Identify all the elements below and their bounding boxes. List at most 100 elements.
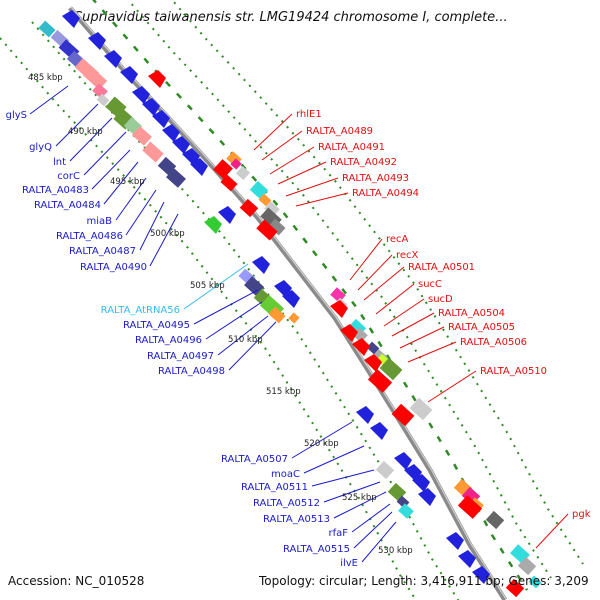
gene-label-lower-leader <box>291 421 353 459</box>
gene-label-right: RALTA_A0494 <box>352 188 419 199</box>
gene-label-middle: RALTA_A0496 <box>135 335 202 346</box>
gene-label-right: rhlE1 <box>296 109 322 120</box>
gene-label-middle-leader <box>217 315 269 356</box>
gene-label-left-leader <box>69 117 113 162</box>
kbp-tick-label: 510 kbp <box>228 335 263 345</box>
gene-block-47 <box>398 503 414 519</box>
gene-label-right: RALTA_A0492 <box>330 157 397 168</box>
gene-block-40 <box>379 357 403 381</box>
gene-label-middle: RALTA_A0498 <box>158 366 225 377</box>
gene-label-right: RALTA_A0506 <box>460 337 527 348</box>
gene-arrow-5 <box>142 98 160 116</box>
gene-arrow-27 <box>352 338 370 356</box>
gene-label-right: RALTA_A0504 <box>438 308 505 319</box>
gene-label-right-leader <box>391 312 435 337</box>
gene-block-33 <box>330 287 346 303</box>
gene-label-left-leader <box>55 103 99 147</box>
gene-label-lower-leader <box>303 445 365 474</box>
gene-label-right-leader <box>535 513 569 549</box>
gene-label-right: RALTA_A0510 <box>480 366 547 377</box>
gene-arrow-24 <box>472 566 490 584</box>
gene-label-right-leader <box>375 283 415 315</box>
gene-arrow-15 <box>282 290 300 308</box>
gene-arrow-4 <box>132 86 150 104</box>
gene-block-23 <box>239 198 259 218</box>
gene-block-7 <box>96 93 110 107</box>
dotted-ring-3 <box>170 0 584 565</box>
gene-block-28 <box>244 276 264 296</box>
tick-dot-lines <box>0 0 584 600</box>
gene-label-left-leader <box>139 201 165 251</box>
gene-block-13 <box>157 156 177 176</box>
gene-block-51 <box>485 510 505 530</box>
gene-label-lower-leader <box>333 491 387 519</box>
gene-label-right: recA <box>386 234 409 245</box>
gene-arrow-21 <box>418 488 436 506</box>
gene-label-middle-leader <box>205 301 263 340</box>
gene-arrow-26 <box>340 324 358 342</box>
gene-block-55 <box>528 575 542 589</box>
gene-arrow-22 <box>446 532 464 550</box>
gene-arrow-7 <box>162 124 180 142</box>
kbp-tick-label: 520 kbp <box>304 439 339 449</box>
gene-arrow-18 <box>394 452 412 470</box>
gene-arrow-3 <box>120 66 138 84</box>
gene-label-right-leader <box>277 161 327 185</box>
gene-label-lower: ilvE <box>340 558 358 569</box>
gene-label-right: sucC <box>418 279 442 290</box>
topology-summary-text: Topology: circular; Length: 3,416,911 bp… <box>259 574 589 588</box>
gene-label-left: RALTA_A0483 <box>22 185 89 196</box>
gene-arrow-25 <box>330 300 348 318</box>
kbp-tick-label: 515 kbp <box>266 387 301 397</box>
gene-label-middle: RALTA_A0497 <box>147 351 214 362</box>
gene-label-right-leader <box>253 113 293 151</box>
gene-label-right-leader <box>399 326 445 349</box>
kbp-tick-label: 525 kbp <box>342 493 377 503</box>
gene-label-right-leader <box>363 266 405 301</box>
gene-block-21 <box>258 193 272 207</box>
gene-block-5 <box>82 66 108 90</box>
gene-arrow-23 <box>458 550 476 568</box>
gene-arrow-12 <box>204 216 222 234</box>
gene-label-right-leader <box>357 254 393 291</box>
gene-label-right: recX <box>396 250 419 261</box>
gene-arrow-28 <box>364 354 382 372</box>
gene-features <box>38 10 542 598</box>
gene-arrow-16 <box>356 406 374 424</box>
gene-label-middle-leader <box>193 289 259 325</box>
gene-label-lower-leader <box>311 469 375 487</box>
accession-text: Accession: NC_010528 <box>8 574 145 588</box>
kbp-tick-label: 485 kbp <box>28 73 63 83</box>
dotted-ring-2 <box>126 0 552 579</box>
gene-label-right: pgk <box>572 509 591 520</box>
gene-arrow-10 <box>190 158 208 176</box>
gene-block-11 <box>132 126 152 146</box>
gene-arrow-17 <box>370 422 388 440</box>
gene-arrow-11 <box>218 206 236 224</box>
gene-block-43 <box>409 397 433 421</box>
gene-block-31 <box>268 306 286 324</box>
gene-label-right: RALTA_A0505 <box>448 322 515 333</box>
gene-label-left: corC <box>57 171 80 182</box>
gene-label-left: RALTA_A0487 <box>69 246 136 257</box>
gene-block-44 <box>375 460 395 480</box>
gene-block-56 <box>505 578 525 598</box>
gene-label-lower: RALTA_A0515 <box>283 544 350 555</box>
gene-block-22 <box>264 201 280 217</box>
label-leader-lines <box>29 85 569 563</box>
kbp-tick-label: 500 kbp <box>150 229 185 239</box>
gene-label-lower: RALTA_A0511 <box>241 482 308 493</box>
gene-block-32 <box>288 312 300 324</box>
gene-label-right: RALTA_A0501 <box>408 262 475 273</box>
kbp-tick-label: 495 kbp <box>110 177 145 187</box>
gene-label-right: sucD <box>428 294 453 305</box>
gene-label-lower-leader <box>361 521 397 563</box>
backbone-highlight <box>70 6 507 600</box>
gene-block-26 <box>256 219 278 241</box>
gene-label-left-leader <box>125 189 157 236</box>
gene-label-lower: RALTA_A0513 <box>263 514 330 525</box>
gene-block-19 <box>220 174 238 192</box>
gene-label-right: RALTA_A0491 <box>318 142 385 153</box>
gene-label-right: RALTA_A0489 <box>306 126 373 137</box>
